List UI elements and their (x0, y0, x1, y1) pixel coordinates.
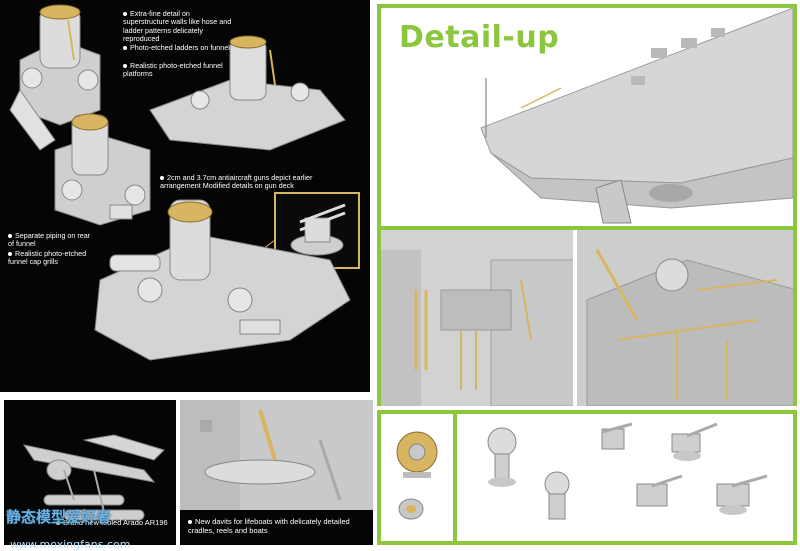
caption-text: Brand new tooled Arado AR196 (63, 518, 168, 527)
arado-caption: Brand new tooled Arado AR196 (56, 518, 176, 527)
deck-model-bottom (94, 199, 351, 361)
guns-illustration (487, 422, 768, 520)
bullet-text: Realistic photo-etched funnel platforms (123, 61, 223, 79)
bullet-dot (123, 46, 127, 51)
guns-panel (457, 410, 797, 545)
bullet-text: Photo-etched ladders on funnel (130, 43, 230, 52)
bullet-dot (56, 521, 60, 526)
reels-panel (377, 410, 457, 545)
bullet-text: Separate piping on rear of funnel (8, 231, 91, 249)
davits-caption: New davits for lifeboats with delicately… (188, 517, 368, 535)
bullet-dot (123, 12, 127, 17)
bullet-text: 2cm and 3.7cm antiaircraft guns depict e… (160, 173, 313, 191)
bow-illustration (480, 8, 793, 224)
deck-model-top (149, 35, 346, 151)
superstructure-panel: Extra-fine detail on superstructure wall… (0, 0, 370, 392)
bullet-text: Realistic photo-etched funnel cap grills (8, 249, 87, 267)
caption-text: New davits for lifeboats with delicately… (188, 517, 350, 535)
bullet-dot (160, 176, 164, 181)
photo-etch-closeup-right (577, 230, 797, 406)
davits-illustration (180, 400, 373, 510)
detail-up-title: Detail-up (399, 20, 560, 55)
bullet-dot (123, 64, 127, 69)
reels-illustration (396, 431, 438, 520)
feature-bullet-platforms: Realistic photo-etched funnel platforms (123, 61, 233, 79)
detail-up-panel: Detail-up (377, 4, 797, 230)
arado-panel: Brand new tooled Arado AR196 (4, 400, 176, 545)
feature-bullet-ladders: Photo-etched ladders on funnel (123, 43, 233, 52)
photo-etch-closeup-left (377, 230, 573, 406)
feature-bullet-piping: Separate piping on rear of funnel (8, 231, 98, 249)
watermark-url: www.moxingfans.com (10, 538, 131, 551)
feature-bullet-grills: Realistic photo-etched funnel cap grills (8, 249, 98, 267)
watermark-cn: 静态模型爱好者 (6, 508, 112, 526)
bullet-dot (8, 252, 12, 257)
feature-bullet-aa-guns: 2cm and 3.7cm antiaircraft guns depict e… (160, 173, 345, 191)
arado-illustration (22, 434, 165, 521)
funnel-model-top (9, 4, 101, 151)
bullet-text: Extra-fine detail on superstructure wall… (123, 9, 232, 44)
bullet-dot (8, 234, 12, 239)
superstructure-illustration (9, 4, 360, 361)
closeup-right-illustration (577, 230, 793, 406)
davits-panel: New davits for lifeboats with delicately… (180, 400, 373, 545)
closeup-left-illustration (381, 230, 573, 406)
feature-bullet-superstructure: Extra-fine detail on superstructure wall… (123, 9, 233, 44)
funnel-model-middle (54, 113, 151, 226)
bullet-dot (188, 520, 192, 525)
